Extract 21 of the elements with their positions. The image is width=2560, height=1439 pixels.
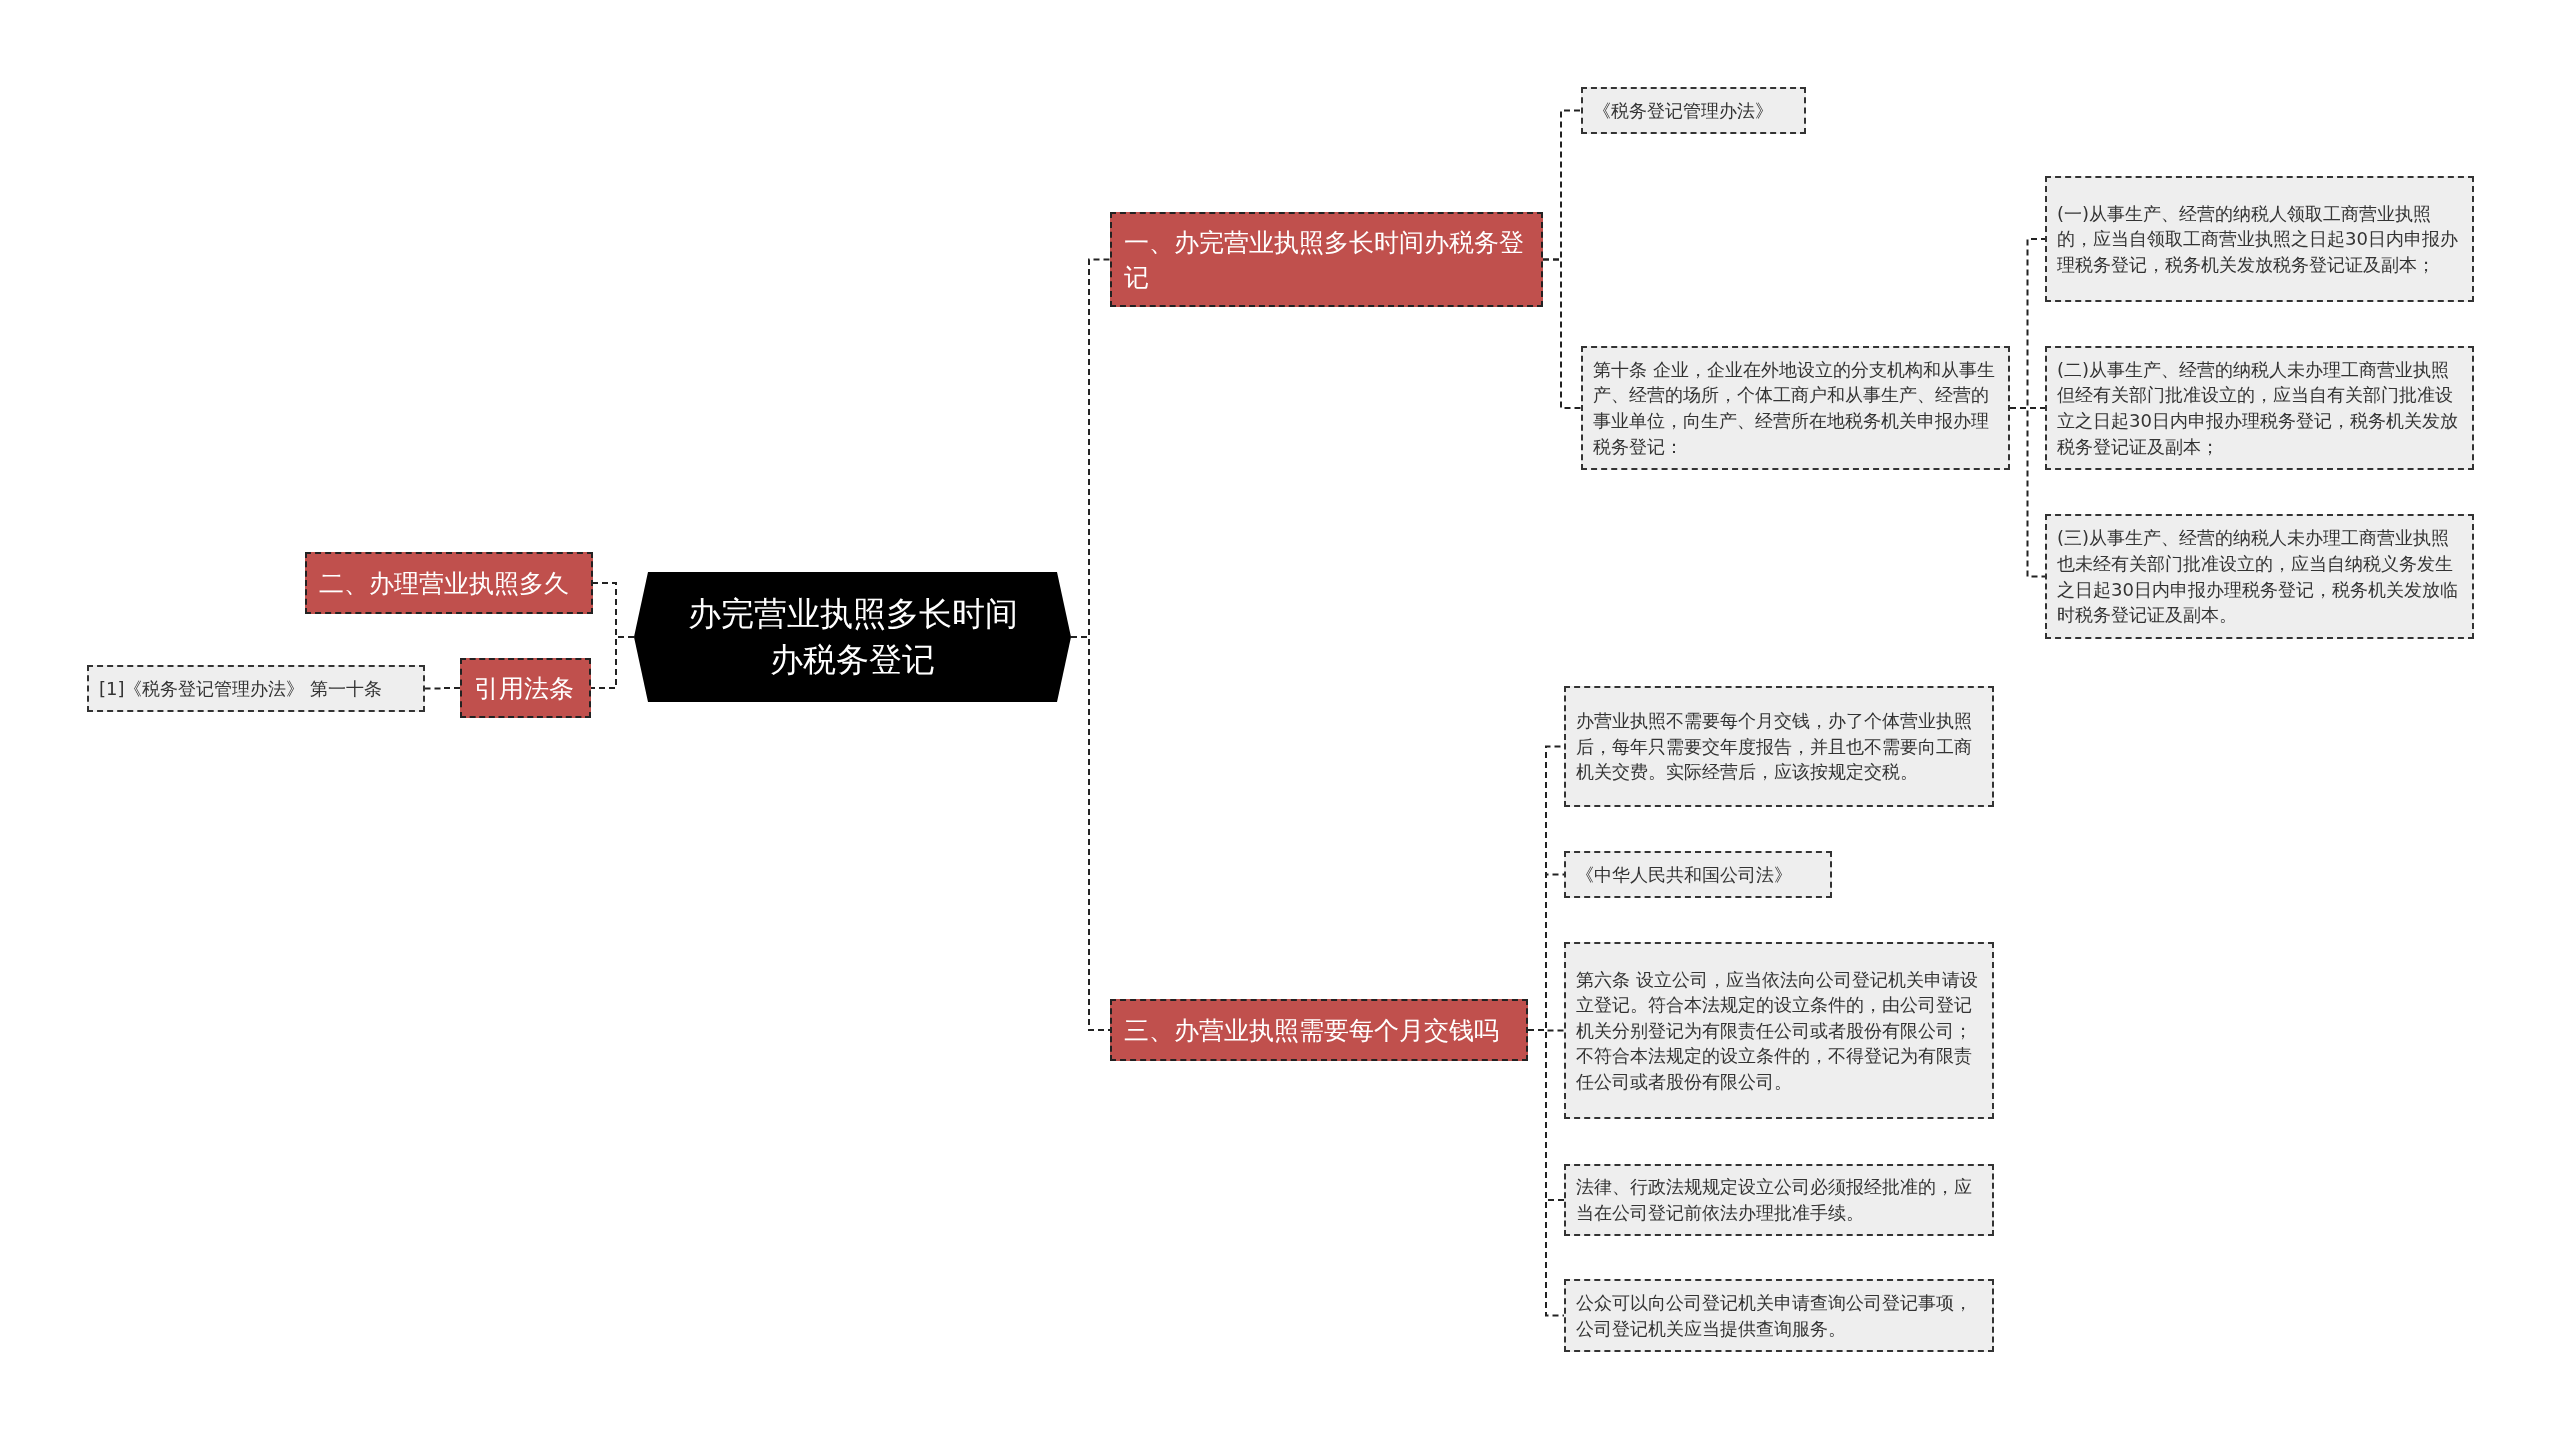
note-box: (一)从事生产、经营的纳税人领取工商营业执照的，应当自领取工商营业执照之日起30日内申报办理税务登记，税务机关发放税务登记证及副本；	[2045, 176, 2474, 302]
connector-line	[1542, 258, 1582, 409]
central-topic: 办完营业执照多长时间办税务登记	[634, 572, 1071, 702]
note-box: [1]《税务登记管理办法》 第一十条	[87, 665, 425, 712]
note-box: (二)从事生产、经营的纳税人未办理工商营业执照但经有关部门批准设立的，应当自有关部门批准设立之日起30日内申报办理税务登记，税务机关发放税务登记证及副本；	[2045, 346, 2474, 470]
topic-box: 引用法条	[460, 658, 591, 718]
note-box: 《中华人民共和国公司法》	[1564, 851, 1832, 898]
connector-line	[1527, 1029, 1565, 1317]
note-box: 办营业执照不需要每个月交钱，办了个体营业执照后，每年只需要交年度报告，并且也不需要向工商机关交费。实际经营后，应该按规定交税。	[1564, 686, 1994, 807]
note-box: (三)从事生产、经营的纳税人未办理工商营业执照也未经有关部门批准设立的，应当自纳税义务发生之日起30日内申报办理税务登记，税务机关发放临时税务登记证及副本。	[2045, 514, 2474, 639]
topic-box: 三、办营业执照需要每个月交钱吗	[1110, 999, 1528, 1061]
note-box: 法律、行政法规规定设立公司必须报经批准的，应当在公司登记前依法办理批准手续。	[1564, 1164, 1994, 1236]
connector-line	[424, 687, 461, 690]
note-box: 公众可以向公司登记机关申请查询公司登记事项，公司登记机关应当提供查询服务。	[1564, 1279, 1994, 1352]
connector-line	[590, 636, 635, 689]
note-box: 《税务登记管理办法》	[1581, 87, 1806, 134]
connector-line	[2009, 407, 2046, 578]
topic-box: 二、办理营业执照多久	[305, 552, 593, 614]
topic-box: 一、办完营业执照多长时间办税务登记	[1110, 212, 1543, 307]
note-box: 第十条 企业，企业在外地设立的分支机构和从事生产、经营的场所，个体工商户和从事生产、经营的事业单位，向生产、经营所在地税务机关申报办理税务登记：	[1581, 346, 2010, 470]
note-box: 第六条 设立公司，应当依法向公司登记机关申请设立登记。符合本法规定的设立条件的，由公司登记机关分别登记为有限责任公司或者股份有限公司；不符合本法规定的设立条件的，不得登记为有限责任公司或者股份有限公司。	[1564, 942, 1994, 1119]
